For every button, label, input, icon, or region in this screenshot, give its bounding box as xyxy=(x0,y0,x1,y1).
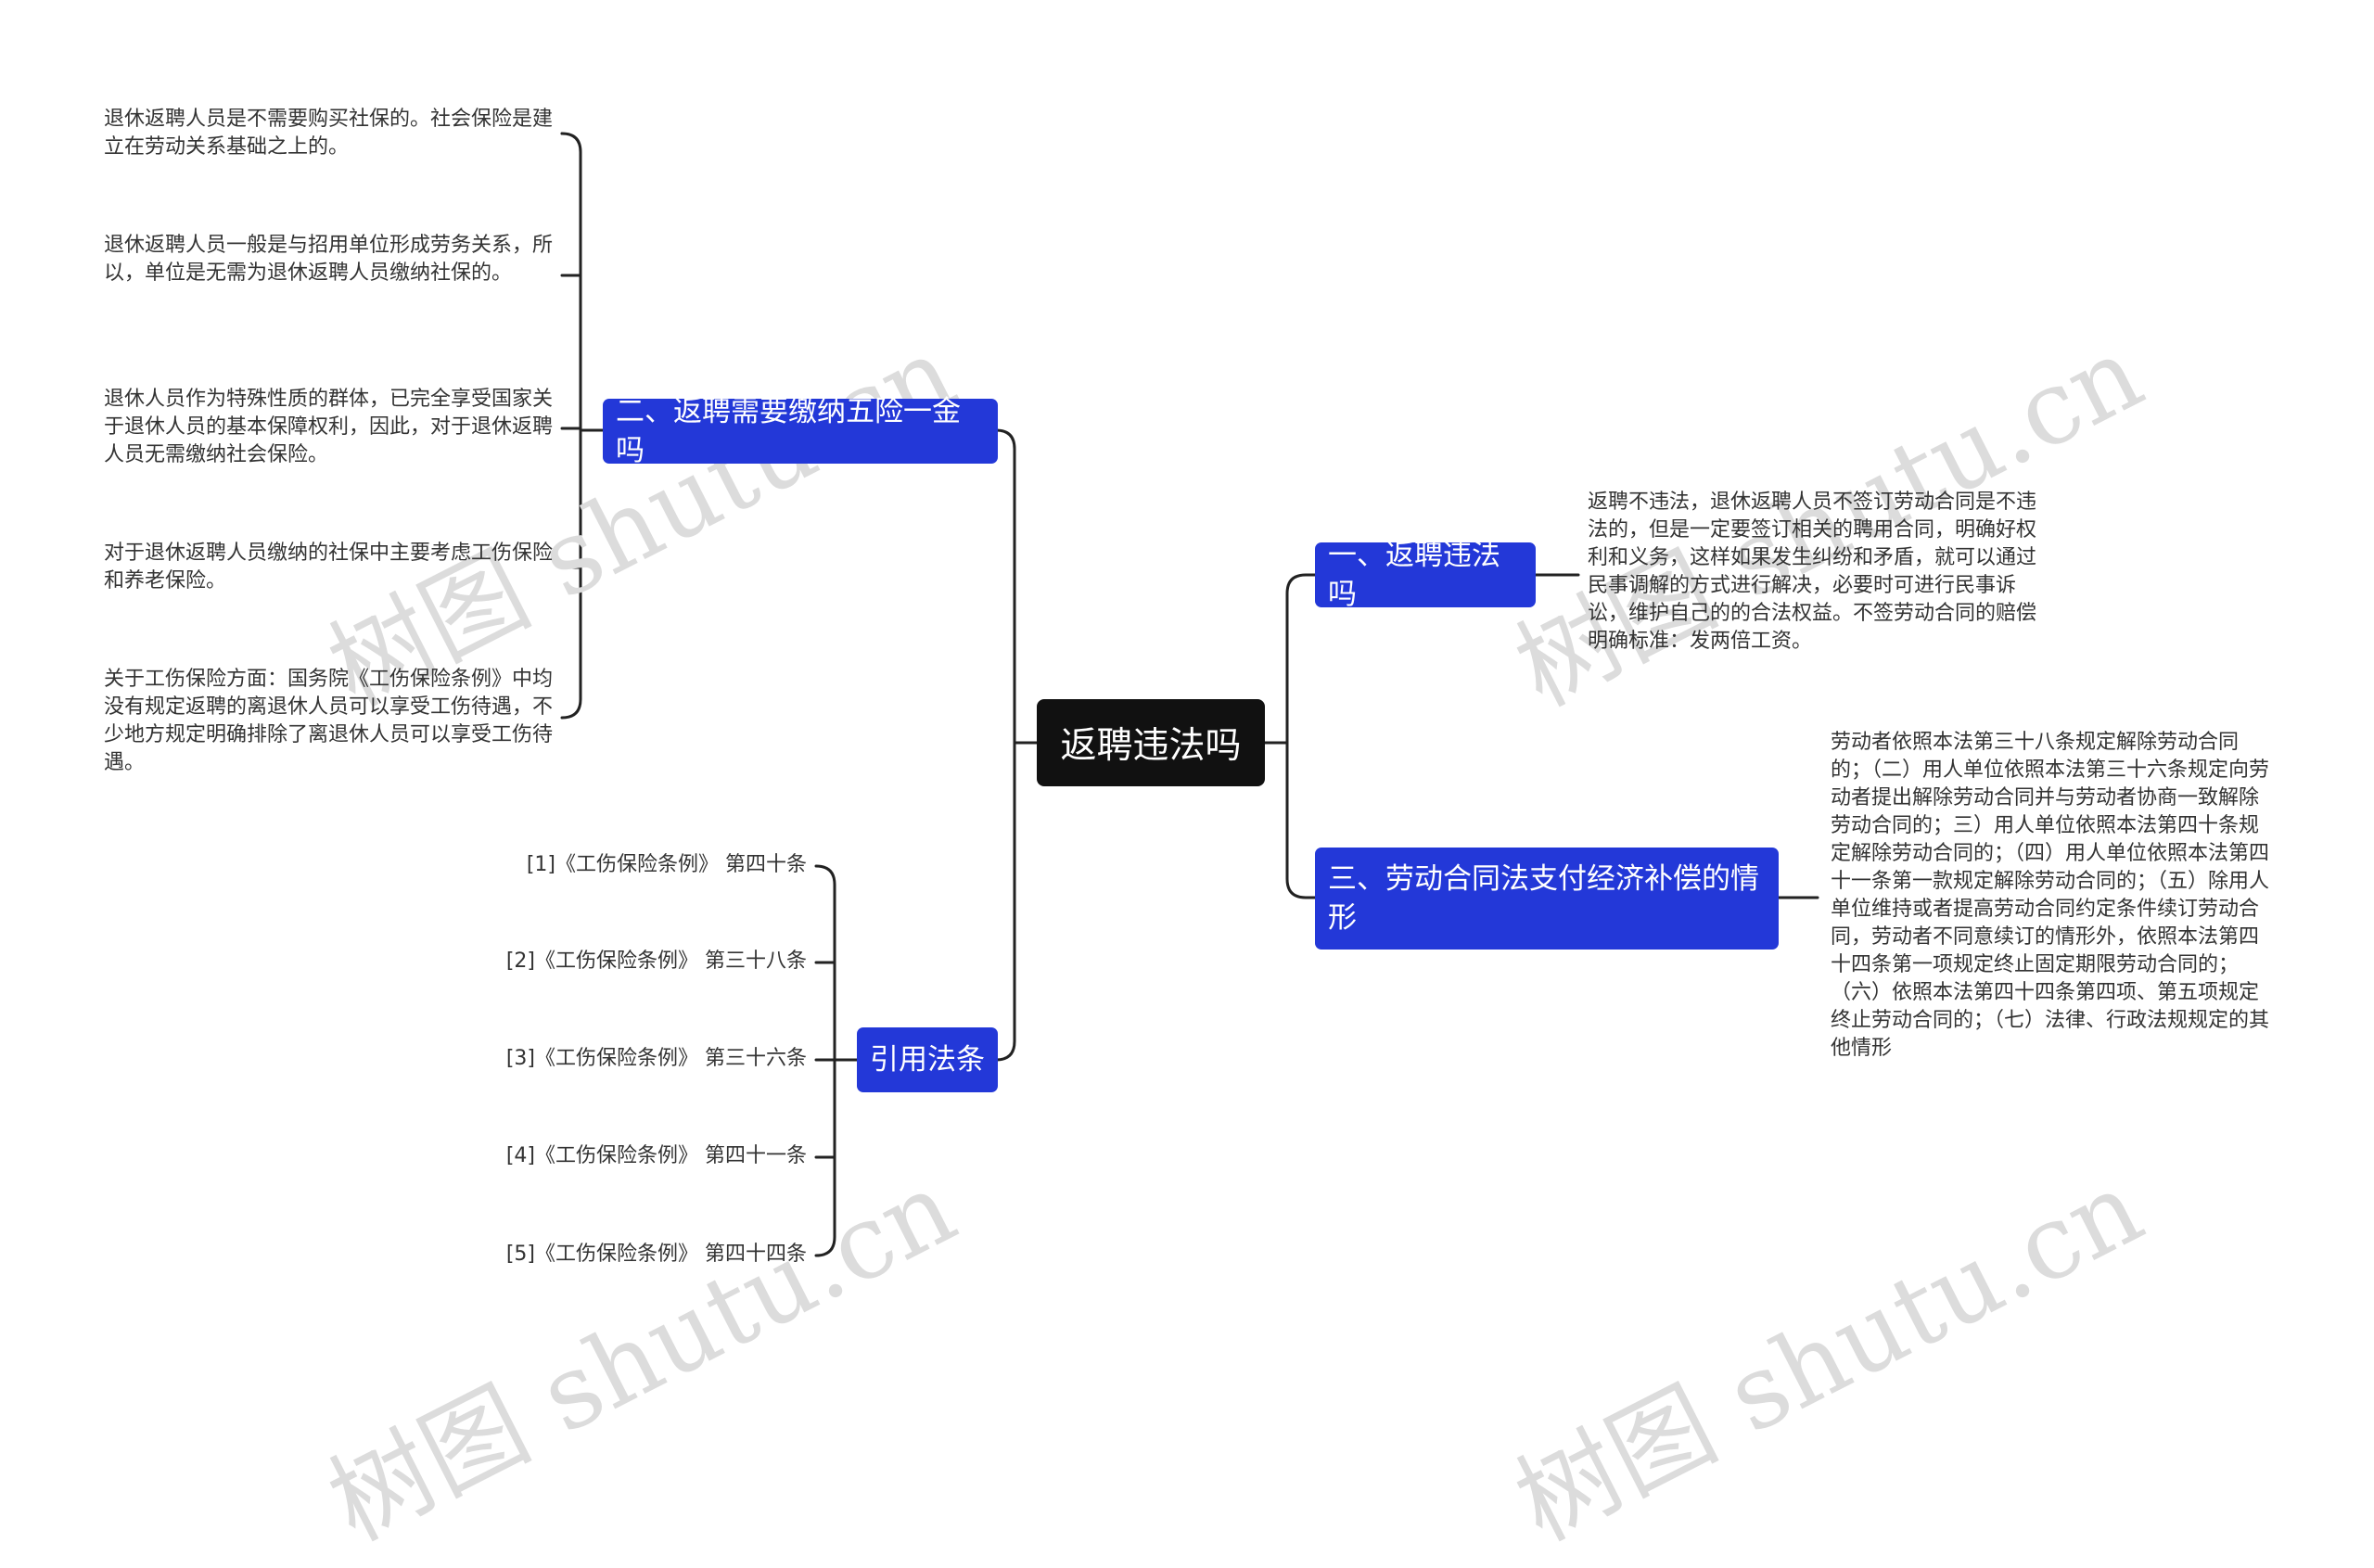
leaf-text-b2-1: 退休返聘人员是不需要购买社保的。社会保险是建立在劳动关系基础之上的。 xyxy=(104,108,554,159)
branch-node-2[interactable]: 二、返聘需要缴纳五险一金吗 xyxy=(603,395,998,467)
edge-root-b1 xyxy=(1263,573,1317,745)
edge-b2-bracket xyxy=(560,132,605,720)
leaf-text-b3: 劳动者依照本法第三十八条规定解除劳动合同的；（二）用人单位依照本法第三十六条规定… xyxy=(1831,731,2270,1060)
branch-node-3[interactable]: 三、劳动合同法支付经济补偿的情形 xyxy=(1315,848,1779,950)
leaf-text-b2-2: 退休返聘人员一般是与招用单位形成劳务关系，所以，单位是无需为退休返聘人员缴纳社保… xyxy=(104,234,554,285)
leaf-text-b2-4: 对于退休返聘人员缴纳的社保中主要考虑工伤保险和养老保险。 xyxy=(104,542,554,593)
branch-node-4[interactable]: 引用法条 xyxy=(857,1027,998,1092)
edge-root-b4 xyxy=(995,741,1039,1062)
branch-node-1[interactable]: 一、返聘违法吗 xyxy=(1315,539,1536,611)
citation-item-3: [3]《工伤保险条例》 第三十六条 xyxy=(505,1047,807,1070)
edge-root-b3 xyxy=(1263,741,1317,899)
citation-item-2: [2]《工伤保险条例》 第三十八条 xyxy=(505,950,807,973)
leaf-text-b2-3: 退休人员作为特殊性质的群体，已完全享受国家关于退休人员的基本保障权利，因此，对于… xyxy=(104,388,554,466)
edge-root-b2 xyxy=(995,428,1039,745)
leaf-text-b1: 返聘不违法，退休返聘人员不签订劳动合同是不违法的，但是一定要签订相关的聘用合同，… xyxy=(1588,491,2037,653)
citation-item-1: [1]《工伤保险条例》 第四十条 xyxy=(526,853,807,876)
leaf-text-b2-5: 关于工伤保险方面：国务院《工伤保险条例》中均没有规定返聘的离退休人员可以享受工伤… xyxy=(104,668,554,774)
citation-item-5: [5]《工伤保险条例》 第四十四条 xyxy=(505,1243,807,1266)
root-node[interactable]: 返聘违法吗 xyxy=(1037,699,1265,786)
citation-item-4: [4]《工伤保险条例》 第四十一条 xyxy=(505,1144,807,1167)
connector-lines xyxy=(560,132,1819,1257)
